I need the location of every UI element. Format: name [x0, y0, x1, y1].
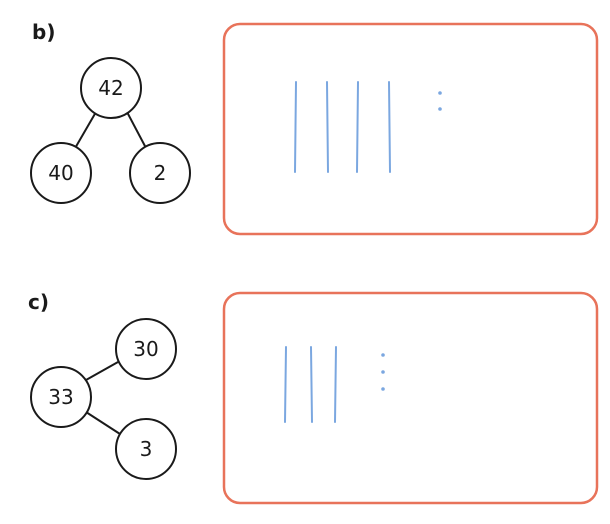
bond-part-b-1-circle: [30, 142, 92, 204]
bond-edge-b-left: [73, 111, 97, 151]
bond-part-c-1: 30: [133, 337, 158, 361]
bond-whole-c: 33: [48, 385, 73, 409]
tally-c-one-dot-1: [381, 353, 385, 357]
bond-part-c-1-circle: [115, 318, 177, 380]
tally-b-ten-line-2: [326, 81, 329, 173]
tally-b-ten-line-1: [294, 81, 297, 173]
tally-b: [294, 81, 442, 173]
tally-b-ten-line-3: [356, 81, 359, 173]
tally-b-one-dot-1: [438, 91, 442, 95]
number-bond-c: 30 33 3: [30, 318, 177, 480]
tally-b-ten-line-4: [388, 81, 391, 173]
bond-whole-b: 42: [98, 76, 123, 100]
tally-c-ten-line-1: [284, 346, 287, 423]
bond-part-c-2-circle: [115, 418, 177, 480]
answer-box-b: [222, 22, 599, 236]
bond-edge-c-top: [85, 361, 119, 381]
bond-part-b-2: 2: [154, 161, 167, 185]
tally-c-one-dot-3: [381, 387, 385, 391]
bond-edge-b-right: [126, 111, 147, 149]
tally-c-one-dot-2: [381, 370, 385, 374]
bond-whole-c-circle: [30, 366, 92, 428]
tally-c-ten-line-3: [334, 346, 337, 423]
bond-whole-b-circle: [80, 57, 142, 119]
bond-part-b-1: 40: [48, 161, 73, 185]
section-label-b: b): [32, 20, 56, 44]
bond-part-b-2-circle: [129, 142, 191, 204]
bond-edge-c-bottom: [85, 411, 121, 435]
answer-box-c: [222, 291, 599, 505]
bond-part-c-2: 3: [140, 437, 153, 461]
tally-b-one-dot-2: [438, 107, 442, 111]
number-bond-b: 42 40 2: [30, 57, 191, 204]
tally-c: [284, 346, 385, 423]
tally-c-ten-line-2: [310, 346, 313, 423]
section-label-c: c): [28, 290, 49, 314]
